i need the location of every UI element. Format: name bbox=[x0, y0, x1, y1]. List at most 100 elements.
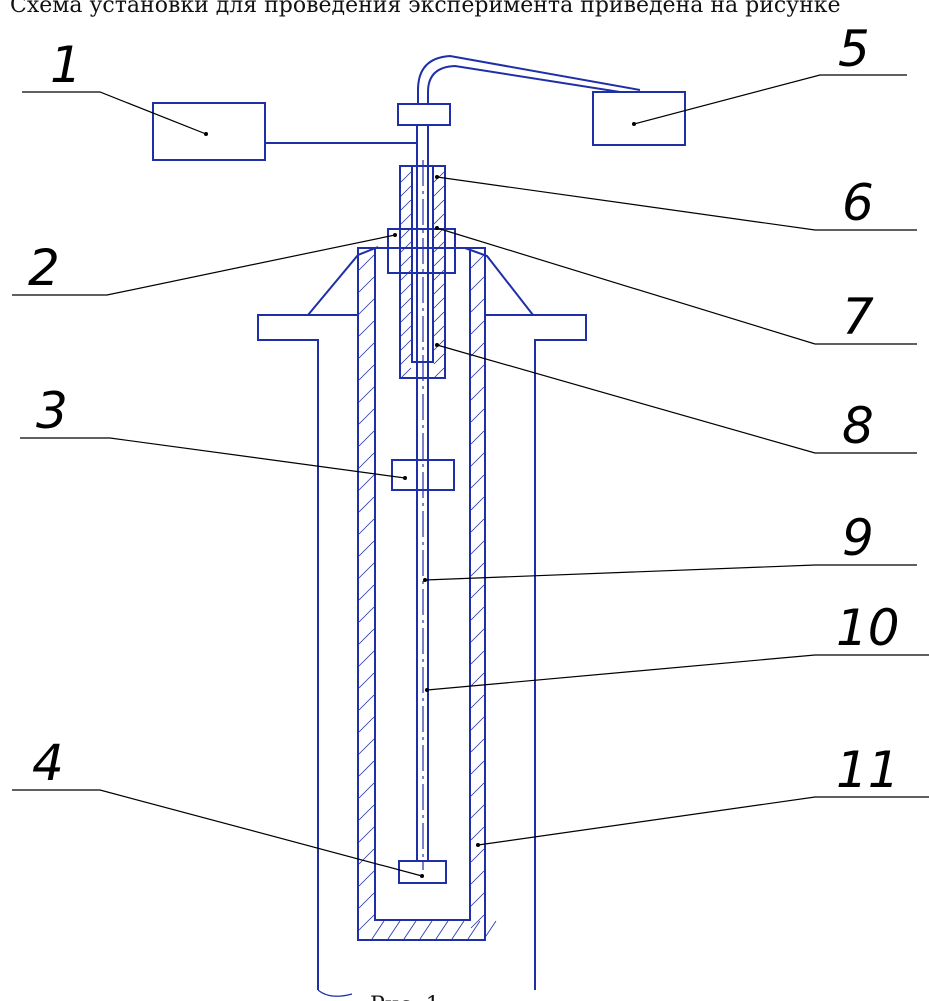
hatch-line bbox=[358, 870, 375, 887]
cable-inner bbox=[427, 64, 621, 104]
callout-7: 7 bbox=[842, 288, 874, 346]
hatch-line bbox=[358, 628, 375, 645]
hatch-line bbox=[358, 716, 375, 733]
hatch-line bbox=[419, 920, 433, 940]
hatch-line bbox=[470, 870, 485, 885]
hatch-line bbox=[400, 283, 412, 295]
sensor-block bbox=[398, 860, 447, 884]
callout-5: 5 bbox=[838, 20, 870, 78]
cable-outer bbox=[417, 54, 641, 104]
hatch-line bbox=[467, 920, 481, 940]
hatch-line bbox=[470, 584, 485, 599]
hatch-line bbox=[470, 716, 485, 731]
hatch-line bbox=[358, 650, 375, 667]
hatch-line bbox=[358, 914, 375, 931]
hatch-line bbox=[433, 241, 445, 253]
hatch-line bbox=[433, 213, 445, 225]
hatch-line bbox=[435, 920, 449, 940]
hatch-line bbox=[400, 171, 412, 183]
hatch-line bbox=[433, 185, 445, 197]
callout-3: 3 bbox=[36, 382, 68, 440]
hatch-line bbox=[470, 826, 485, 841]
callout-9: 9 bbox=[842, 509, 874, 567]
callout-2: 2 bbox=[28, 239, 60, 297]
hatch-line bbox=[470, 628, 485, 643]
hatch-line bbox=[358, 848, 375, 865]
inner-tube-hatching-bottom bbox=[371, 920, 497, 940]
hatch-line bbox=[400, 199, 412, 211]
sleeve-hatching bbox=[400, 171, 445, 379]
inner-tube bbox=[357, 247, 486, 941]
page-caption: Схема установки для проведения экспериме… bbox=[10, 0, 841, 18]
hatch-line bbox=[358, 342, 375, 359]
hatch-line bbox=[470, 848, 485, 863]
hatch-line bbox=[451, 920, 465, 940]
hatch-line bbox=[470, 342, 485, 357]
hatch-line bbox=[403, 920, 417, 940]
hatch-line bbox=[358, 892, 375, 909]
hatch-line bbox=[400, 185, 412, 197]
hatch-line bbox=[470, 782, 485, 797]
hatch-line bbox=[358, 430, 375, 447]
hatch-line bbox=[433, 297, 445, 309]
hatch-line bbox=[433, 353, 445, 365]
hatch-line bbox=[470, 320, 485, 335]
hatch-line bbox=[358, 694, 375, 711]
hatch-line bbox=[470, 496, 485, 511]
hatch-line bbox=[400, 213, 412, 225]
hatch-line bbox=[358, 474, 375, 491]
hatch-line bbox=[433, 283, 445, 295]
hatch-line bbox=[470, 738, 485, 753]
hatch-line bbox=[400, 311, 412, 323]
figure-caption: Рис. 1 bbox=[370, 993, 440, 1001]
leader-lines bbox=[12, 74, 929, 877]
hatch-line bbox=[470, 276, 485, 291]
callout-6: 6 bbox=[842, 174, 874, 232]
hatch-line bbox=[400, 255, 412, 267]
hatch-line bbox=[470, 540, 485, 555]
hatch-line bbox=[400, 269, 412, 281]
hatch-line bbox=[358, 738, 375, 755]
hatch-line bbox=[358, 584, 375, 601]
hatch-line bbox=[400, 241, 412, 253]
hatch-line bbox=[358, 562, 375, 579]
hatch-line bbox=[358, 452, 375, 469]
hatch-line bbox=[470, 760, 485, 775]
hatch-line bbox=[433, 367, 445, 379]
hatch-line bbox=[358, 782, 375, 799]
probe-rod bbox=[416, 125, 429, 870]
hatch-line bbox=[470, 452, 485, 467]
sleeve-assembly bbox=[387, 165, 456, 379]
hatch-line bbox=[470, 650, 485, 665]
hatch-line bbox=[433, 269, 445, 281]
box-5 bbox=[592, 91, 686, 146]
hatch-line bbox=[400, 325, 412, 337]
hatch-line bbox=[433, 199, 445, 211]
hatch-line bbox=[470, 298, 485, 313]
hatch-line bbox=[470, 672, 485, 687]
hatch-line bbox=[400, 367, 412, 379]
hatch-line bbox=[433, 255, 445, 267]
hatch-line bbox=[470, 474, 485, 489]
hatch-line bbox=[358, 518, 375, 535]
hatch-line bbox=[470, 364, 485, 379]
hatch-line bbox=[358, 540, 375, 557]
hatch-line bbox=[358, 760, 375, 777]
hatch-line bbox=[470, 430, 485, 445]
hatch-line bbox=[400, 339, 412, 351]
inner-tube-hatching-left bbox=[358, 254, 375, 931]
hatch-line bbox=[470, 606, 485, 621]
hatch-line bbox=[358, 606, 375, 623]
hatch-line bbox=[358, 826, 375, 843]
hatch-line bbox=[358, 672, 375, 689]
hatch-line bbox=[470, 408, 485, 423]
callout-1: 1 bbox=[50, 36, 82, 94]
hatch-line bbox=[470, 804, 485, 819]
hatch-line bbox=[470, 254, 485, 269]
hatch-line bbox=[470, 892, 485, 907]
hatch-line bbox=[400, 353, 412, 365]
clamp-block bbox=[391, 459, 455, 491]
hatch-line bbox=[358, 298, 375, 315]
hatch-line bbox=[470, 518, 485, 533]
